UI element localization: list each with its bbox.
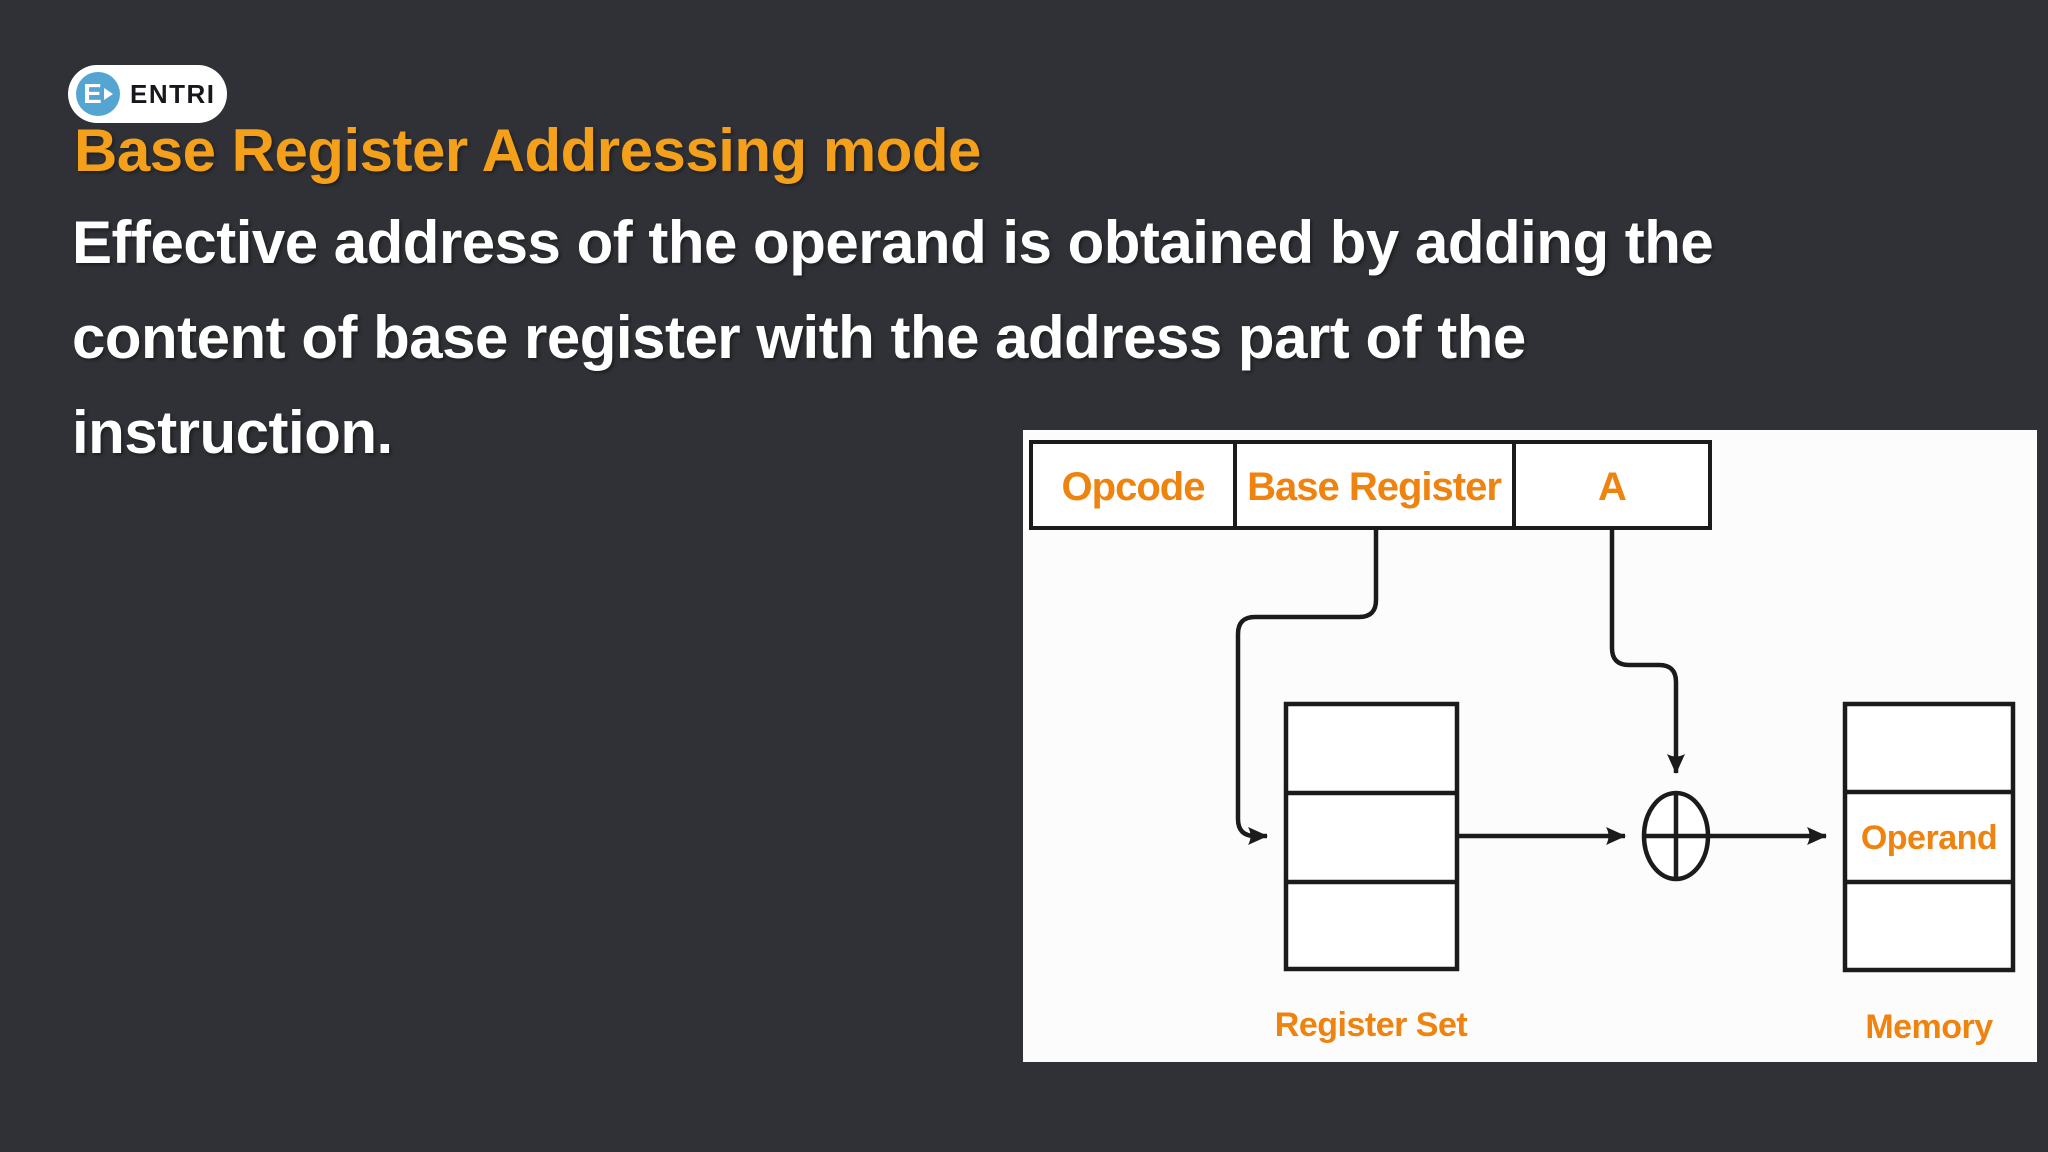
diagram-canvas: Opcode Base Register A [1029, 440, 2016, 1046]
instruction-format-table [1029, 440, 1712, 530]
register-set-block [1283, 701, 1460, 972]
base-register-connector-arrow [1235, 528, 1379, 845]
address-a-label: A [1598, 465, 1626, 509]
body-text: Effective address of the operand is obta… [72, 195, 2002, 480]
entri-logo-icon: E [76, 72, 120, 116]
adder-icon [1641, 790, 1711, 882]
memory-caption: Memory [1865, 1008, 1993, 1046]
addressing-mode-diagram: Opcode Base Register A [1023, 430, 2037, 1062]
address-connector-arrow [1609, 528, 1685, 774]
e-arrow-icon: E [83, 80, 113, 108]
operand-cell-label: Operand [1861, 819, 1997, 857]
register-set-outline [1283, 701, 1460, 972]
opcode-cell [1029, 440, 1237, 530]
logo-letter: E [83, 78, 102, 109]
play-triangle-icon [103, 88, 113, 100]
entri-logo: E ENTRI [68, 65, 227, 123]
body-line-1: Effective address of the operand is obta… [72, 209, 1714, 276]
opcode-label: Opcode [1062, 465, 1205, 509]
logo-brand-name: ENTRI [130, 78, 216, 109]
base-register-cell [1233, 440, 1516, 530]
base-register-label: Base Register [1247, 465, 1501, 509]
address-cell [1512, 440, 1712, 530]
body-line-3: instruction. [72, 399, 393, 466]
memory-block [1842, 701, 2016, 973]
memory-outline [1842, 701, 2016, 973]
register-set-caption: Register Set [1275, 1006, 1468, 1044]
page-title: Base Register Addressing mode [74, 117, 981, 184]
body-line-2: content of base register with the addres… [72, 304, 1526, 371]
